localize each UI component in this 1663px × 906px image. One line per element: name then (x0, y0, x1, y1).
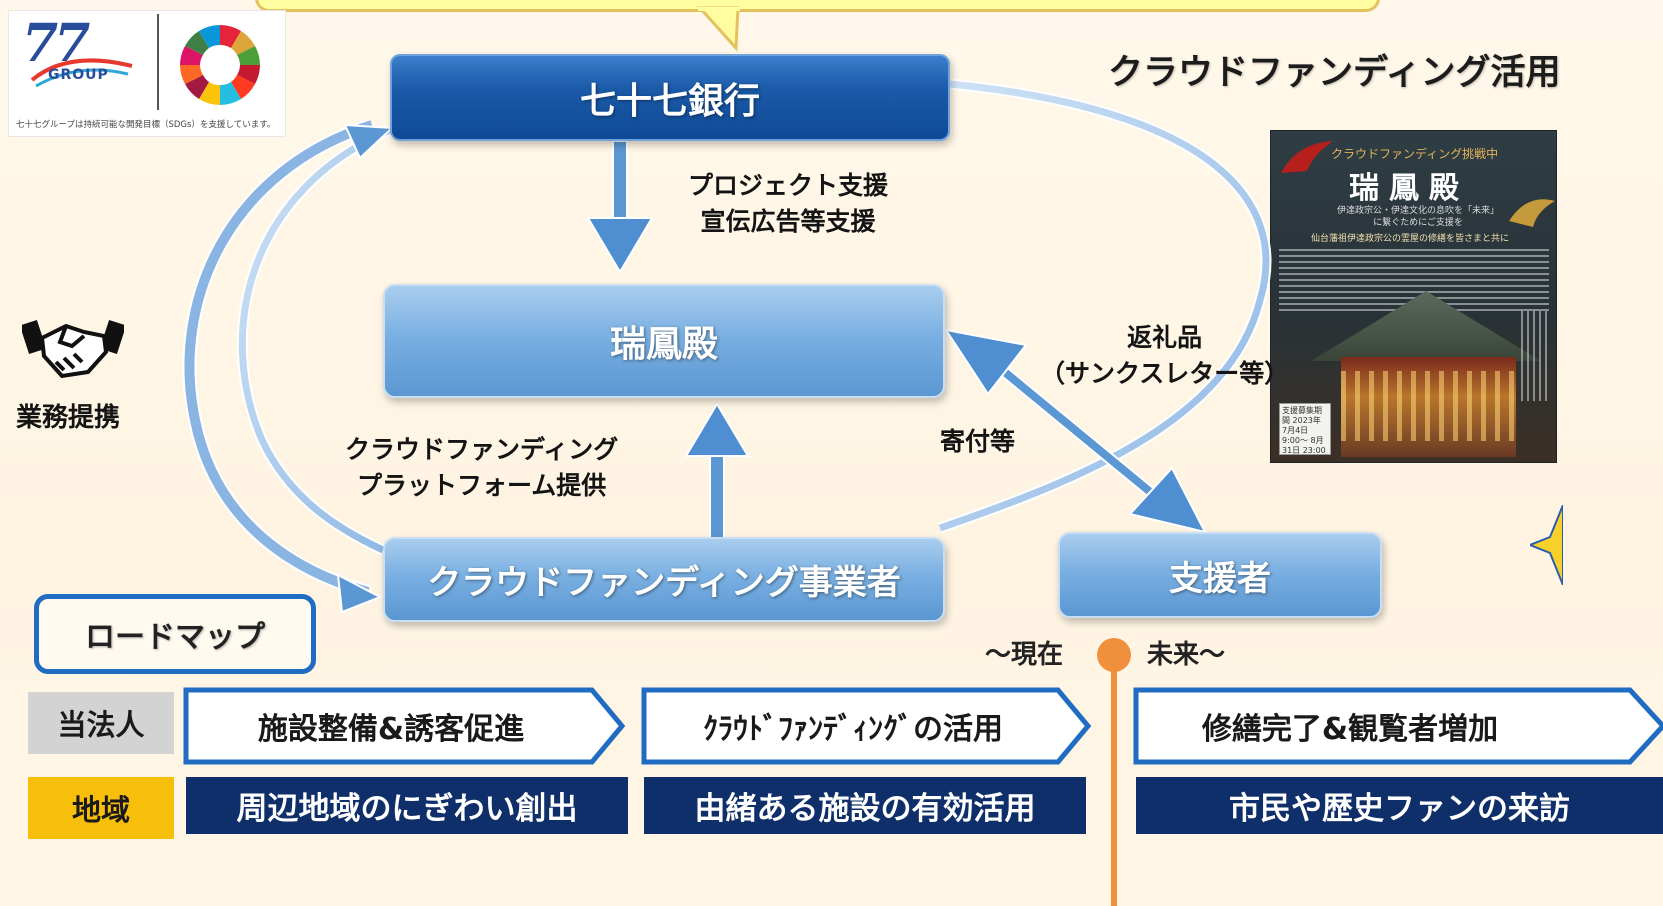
ring-arc-left (238, 126, 392, 554)
logo-swoosh-icon (30, 58, 133, 88)
region-item-2: 由緒ある施設の有効活用 (644, 777, 1086, 834)
star-burst-icon (1530, 505, 1563, 585)
chevron-2-label: ｸﾗｳﾄﾞﾌｧﾝﾃﾞｨﾝｸﾞの活用 (703, 712, 1003, 747)
partnership-arrow (184, 120, 374, 597)
chevron-3-label: 修繕完了&観覧者増加 (1201, 712, 1499, 747)
logo-caption: 七十七グループは持続可能な開発目標（SDGs）を支援しています。 (16, 120, 276, 130)
row-tag-corporation: 当法人 (28, 692, 174, 754)
speech-bubble-tail (696, 6, 740, 52)
platform-arrowhead (684, 402, 750, 457)
group-logo-word: GROUP (48, 67, 109, 83)
zuihoden-box: 瑞鳳殿 (383, 284, 945, 398)
platform-line2: プラットフォーム提供 (357, 471, 607, 500)
headline-title: クラウドファンディング活用 (1108, 53, 1561, 93)
poster-vertical-text (1521, 311, 1549, 401)
poster-hall-detail (1341, 371, 1516, 441)
project-support-line1: プロジェクト支援 (688, 171, 889, 200)
bank-box: 七十七銀行 (390, 54, 950, 141)
return-gift-line2: （サンクスレター等） (1040, 359, 1290, 388)
poster-subtitle: 伊達政宗公・伊達文化の息吹を「未来」に繋ぐためにご支援を (1336, 206, 1499, 228)
support-arrowhead (586, 217, 654, 274)
cf-operator-box: クラウドファンディング事業者 (383, 537, 945, 622)
region-item-1: 周辺地域のにぎわい創出 (186, 777, 628, 834)
row-tag-region: 地域 (28, 777, 174, 839)
chevron-1-label: 施設整備&誘客促進 (257, 712, 525, 747)
poster-title: 瑞鳳殿 (1349, 171, 1469, 206)
chevron-2 (641, 687, 1092, 765)
sdgs-wheel-icon (180, 25, 260, 105)
poster-banner: クラウドファンディング挑戦中 (1331, 147, 1499, 161)
platform-line1: クラウドファンディング (345, 435, 619, 464)
ring-arc-right (938, 80, 1270, 532)
roadmap-title: ロードマップ (34, 594, 316, 674)
present-label: 〜現在 (985, 640, 1064, 670)
gift-arrowhead (943, 328, 1028, 396)
chevron-3 (1133, 687, 1663, 765)
poster-tagline: 仙台藩祖伊達政宗公の霊屋の修繕を皆さまと共に (1311, 234, 1510, 244)
zuihoden-poster: クラウドファンディング挑戦中 瑞鳳殿 伊達政宗公・伊達文化の息吹を「未来」に繋ぐ… (1270, 130, 1557, 463)
donation-arrow (987, 356, 1163, 504)
handshake-icon (22, 319, 124, 379)
project-support-label: プロジェクト支援 宣伝広告等支援 (688, 168, 888, 240)
chevron-1 (183, 687, 626, 765)
donation-arrowhead (1128, 466, 1207, 534)
future-label: 未来〜 (1147, 640, 1226, 670)
project-support-line2: 宣伝広告等支援 (700, 207, 876, 236)
region-item-3: 市民や歴史ファンの来訪 (1136, 777, 1663, 834)
partnership-arrowhead-top (343, 123, 395, 160)
donation-label: 寄付等 (940, 427, 1016, 456)
supporter-box: 支援者 (1058, 532, 1382, 618)
timeline-line (1111, 648, 1117, 906)
partnership-arrowhead-bottom (336, 573, 383, 614)
logo-divider (157, 14, 159, 110)
poster-notice: 支援募集期間 2023年 7月4日 9:00〜 8月31日 23:00 (1279, 403, 1331, 455)
return-gift-line1: 返礼品 (1127, 323, 1203, 352)
bird-icon (1509, 199, 1555, 227)
platform-label: クラウドファンディング プラットフォーム提供 (345, 432, 618, 504)
timeline-dot (1097, 638, 1131, 672)
partnership-label: 業務提携 (16, 403, 121, 433)
phoenix-icon (1281, 141, 1333, 173)
return-gift-label: 返礼品 （サンクスレター等） (1040, 320, 1289, 392)
